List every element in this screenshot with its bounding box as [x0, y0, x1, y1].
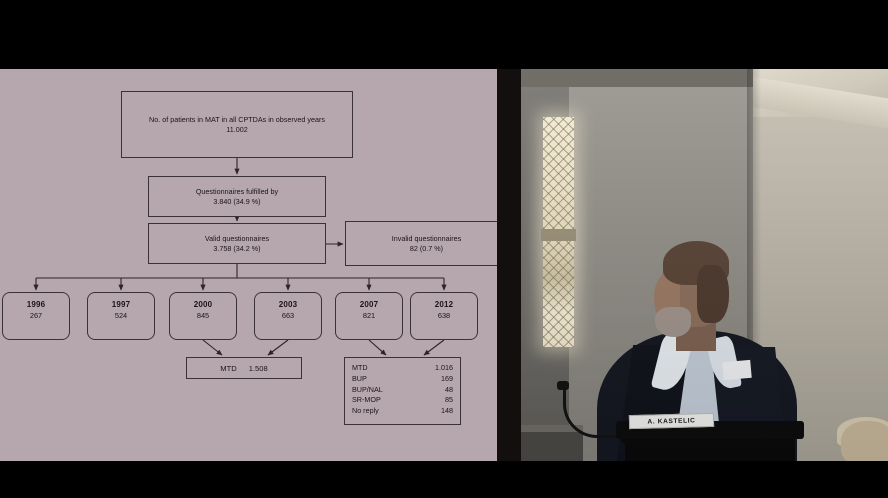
medication-value: 1.016 — [435, 363, 453, 372]
microphone-head — [557, 381, 569, 390]
wall-sconce-light — [541, 117, 576, 347]
flowchart-box-year: 2007 821 — [335, 292, 403, 340]
medication-label: MTD — [352, 363, 368, 372]
flowchart-box-year: 1997 524 — [87, 292, 155, 340]
year-label: 2012 — [434, 300, 454, 309]
mtd-summary-value: 1.508 — [248, 363, 268, 373]
year-count: 267 — [29, 311, 43, 320]
panel-divider — [497, 69, 521, 461]
year-label: 1997 — [111, 300, 131, 309]
letterbox-bottom — [0, 461, 888, 498]
speaker-name-placard: A. KASTELIC — [628, 412, 715, 430]
flowchart-box-year: 2000 845 — [169, 292, 237, 340]
medication-row: SR-MOP 85 — [352, 395, 453, 406]
medication-label: SR-MOP — [352, 395, 381, 405]
year-label: 2007 — [359, 300, 379, 309]
year-label: 2000 — [193, 300, 213, 309]
flowchart-box-year: 2003 663 — [254, 292, 322, 340]
invalid-label: Invalid questionnaires — [391, 233, 462, 243]
speaker-beard — [655, 307, 691, 337]
medication-row: No reply 148 — [352, 406, 453, 417]
flowchart-box-questionnaires-fulfilled: Questionnaires fulfilled by 3.840 (34.9 … — [148, 176, 326, 217]
letterbox-top — [0, 0, 888, 69]
medication-label: BUP/NAL — [352, 384, 383, 394]
speaker-name-badge — [722, 359, 752, 381]
total-patients-value: 11.002 — [226, 124, 248, 134]
speaker-hair-side — [697, 265, 729, 323]
medication-label: No reply — [352, 406, 379, 416]
podium-body — [625, 435, 795, 461]
flowchart-box-invalid-questionnaires: Invalid questionnaires 82 (0.7 %) — [345, 221, 497, 266]
year-count: 821 — [362, 311, 376, 320]
year-count: 638 — [437, 311, 451, 320]
valid-value: 3.758 (34.2 %) — [213, 243, 261, 253]
year-count: 845 — [196, 311, 210, 320]
sconce-band — [541, 229, 576, 241]
year-label: 2003 — [278, 300, 298, 309]
year-count: 524 — [114, 311, 128, 320]
flowchart-box-total-patients: No. of patients in MAT in all CPTDAs in … — [121, 91, 353, 158]
medication-value: 85 — [445, 395, 453, 405]
medication-row: MTD 1.016 — [352, 363, 453, 374]
side-table-top — [521, 425, 583, 432]
medication-row: BUP/NAL 48 — [352, 385, 453, 396]
medication-value: 148 — [441, 406, 453, 416]
flowchart-box-valid-questionnaires: Valid questionnaires 3.758 (34.2 %) — [148, 223, 326, 264]
total-patients-label: No. of patients in MAT in all CPTDAs in … — [149, 114, 325, 124]
medication-value: 48 — [445, 384, 453, 394]
medication-label: BUP — [352, 373, 367, 383]
invalid-value: 82 (0.7 %) — [409, 243, 444, 253]
room-wall-top-shadow — [521, 69, 753, 87]
flowchart-box-medication-breakdown: MTD 1.016 BUP 169 BUP/NAL 48 SR-MOP 85 N… — [344, 357, 461, 425]
microphone-arm — [563, 389, 626, 438]
presentation-slide-panel: No. of patients in MAT in all CPTDAs in … — [0, 69, 497, 461]
fulfilled-value: 3.840 (34.9 %) — [213, 196, 261, 206]
fulfilled-label: Questionnaires fulfilled by — [195, 186, 279, 196]
medication-row: BUP 169 — [352, 374, 453, 385]
flowchart-box-year: 1996 267 — [2, 292, 70, 340]
flowchart-box-mtd-summary: MTD 1.508 — [186, 357, 302, 379]
year-count: 663 — [281, 311, 295, 320]
mtd-summary-label: MTD — [220, 363, 237, 373]
valid-label: Valid questionnaires — [204, 233, 270, 243]
speaker-video-panel: A. KASTELIC — [521, 69, 888, 461]
medication-value: 169 — [441, 373, 453, 383]
audience-member-head — [841, 421, 888, 461]
year-label: 1996 — [26, 300, 46, 309]
flowchart-box-year: 2012 638 — [410, 292, 478, 340]
